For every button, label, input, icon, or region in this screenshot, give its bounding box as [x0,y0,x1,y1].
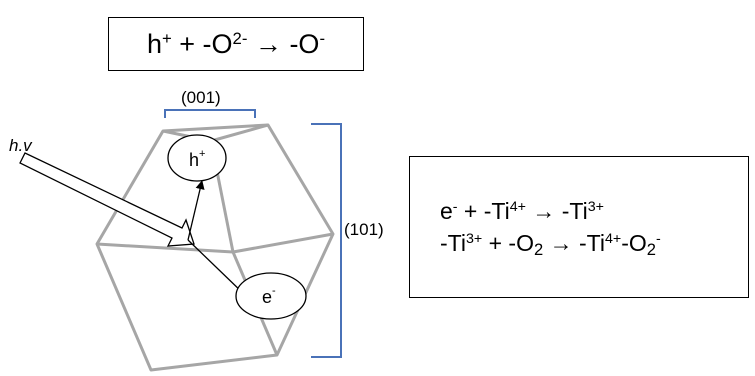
facet-101-bracket [311,124,341,357]
electron-reaction-2: -Ti3+ + -O2 → -Ti4+-O2- [440,227,748,259]
hole-reaction-equation: h+ + -O2- → -O- [147,29,325,60]
crystal-edge-right-upper [233,234,333,252]
facet-001-bracket [165,110,255,118]
crystal-edge-left-upper [97,244,233,252]
hole-reaction-box: h+ + -O2- → -O- [108,17,364,71]
electron-reaction-1: e- + -Ti4+ → -Ti3+ [440,195,748,227]
electron-migration-arrow [188,240,245,295]
hole-charge: + [199,148,205,160]
electron-charge: - [272,285,276,297]
hole-migration-arrow [188,181,202,240]
photon-label: h.v [9,136,33,155]
facet-101-label: (101) [344,220,384,239]
facet-001-label: (001) [181,88,221,107]
electron-reaction-box: e- + -Ti4+ → -Ti3+ -Ti3+ + -O2 → -Ti4+-O… [409,156,749,298]
photon-arrow [20,153,194,246]
